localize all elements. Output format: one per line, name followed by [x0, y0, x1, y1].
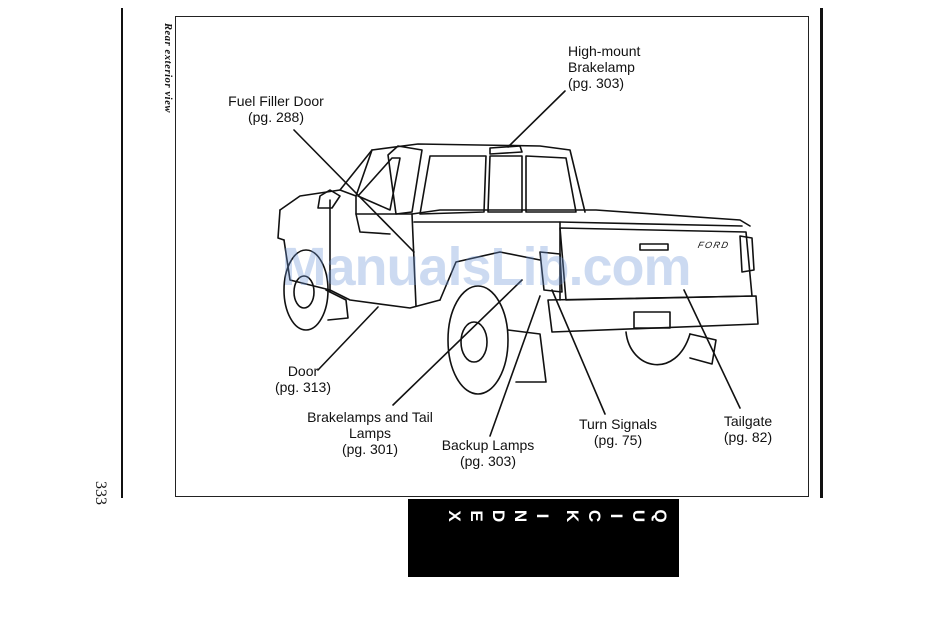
quick-index-tab[interactable]: Q U I C K I N D E X [408, 499, 679, 577]
quick-index-letter: K [563, 507, 581, 525]
quick-index-letter: I [607, 507, 625, 525]
watermark: ManualsLib.com [266, 236, 706, 298]
callout-tailgate: Tailgate (pg. 82) [708, 413, 788, 445]
quick-index-letter: C [585, 507, 603, 525]
quick-index-letter: D [489, 507, 507, 525]
quick-index-letter: E [467, 507, 485, 525]
callout-turn-signals: Turn Signals (pg. 75) [568, 416, 668, 448]
quick-index-letter: N [511, 507, 529, 525]
callout-fuel-filler-door: Fuel Filler Door (pg. 288) [212, 93, 340, 125]
callout-high-mount-brakelamp: High-mount Brakelamp (pg. 303) [568, 43, 640, 91]
callout-brakelamps-tail-lamps: Brakelamps and Tail Lamps (pg. 301) [294, 409, 446, 457]
quick-index-letter: Q [651, 507, 669, 525]
quick-index-letter: X [445, 507, 463, 525]
quick-index-letter: I [533, 507, 551, 525]
callout-backup-lamps: Backup Lamps (pg. 303) [430, 437, 546, 469]
quick-index-letter: U [629, 507, 647, 525]
callout-door: Door (pg. 313) [258, 363, 348, 395]
tailgate-badge: FORD [697, 240, 731, 250]
